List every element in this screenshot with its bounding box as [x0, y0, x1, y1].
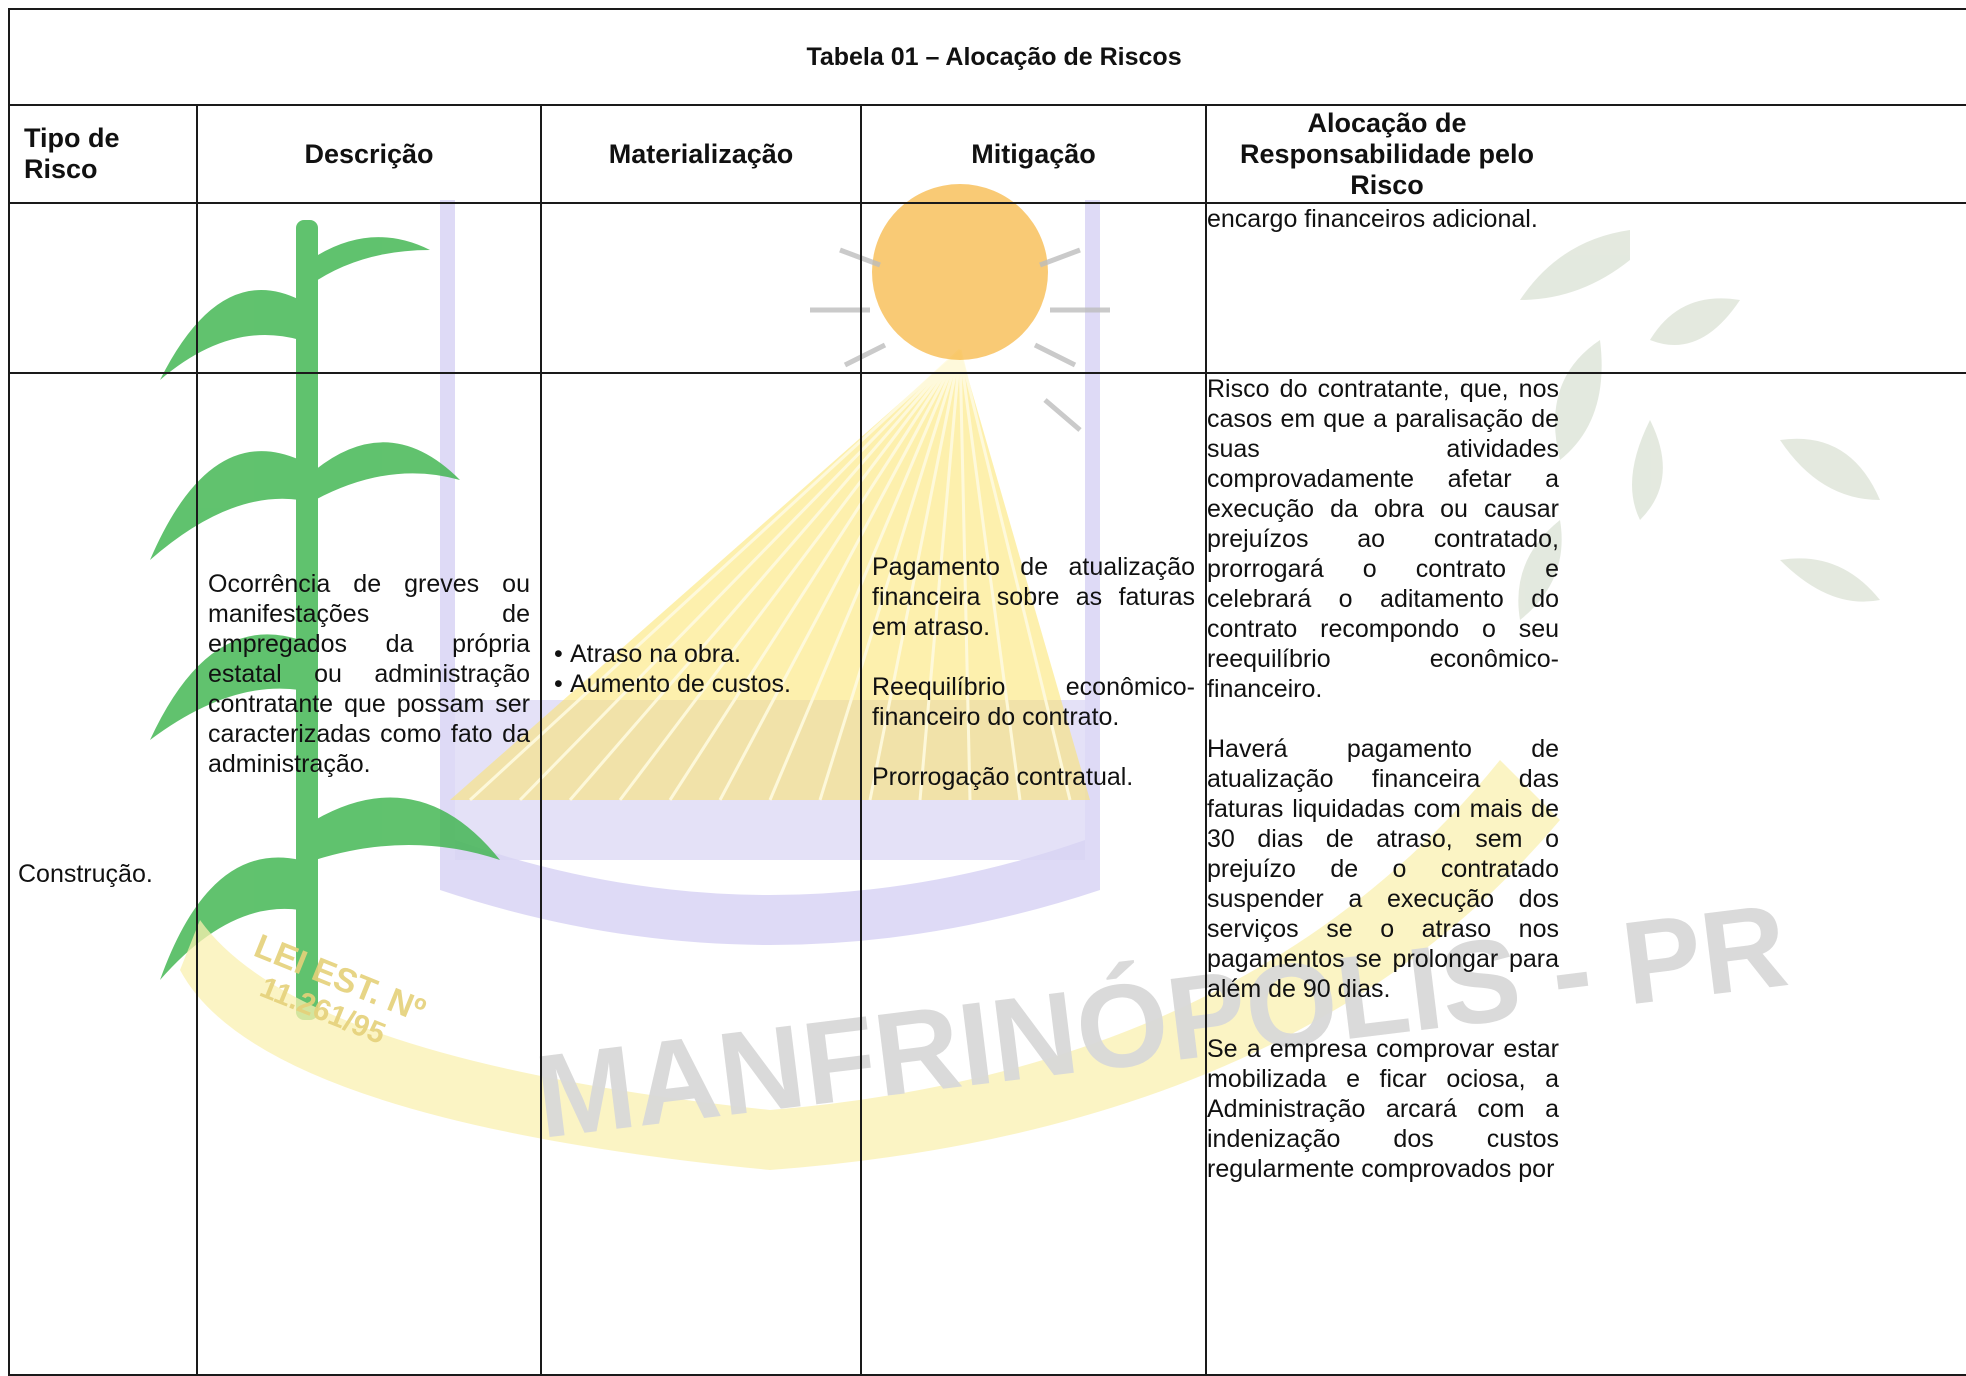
header-alocacao-label: Alocação de Responsabilidade pelo Risco — [1239, 107, 1535, 200]
cell-alocacao-continuation: encargo financeiros adicional. — [1204, 202, 1966, 374]
header-mitigacao: Mitigação — [860, 104, 1207, 204]
mitigacao-content: Pagamento de atualização financeira sobr… — [862, 552, 1205, 792]
header-tipo-de-risco: Tipo de Risco — [8, 104, 198, 204]
cell-alocacao: Risco do contratante, que, nos casos em … — [1204, 372, 1966, 1376]
alocacao-paragraph: Haverá pagamento de atualização financei… — [1207, 735, 1559, 1003]
mitigacao-item: Prorrogação contratual. — [872, 763, 1134, 791]
risk-allocation-table: Tabela 01 – Alocação de Riscos Tipo de R… — [7, 8, 1966, 1376]
header-descricao: Descrição — [196, 104, 542, 204]
alocacao-continuation-text: encargo financeiros adicional. — [1207, 205, 1538, 233]
alocacao-paragraph: Risco do contratante, que, nos casos em … — [1207, 375, 1559, 703]
header-materializacao: Materialização — [540, 104, 862, 204]
descricao-text: Ocorrência de greves ou manifestações de… — [208, 570, 530, 778]
mitigacao-item: Pagamento de atualização financeira sobr… — [872, 553, 1195, 641]
header-alocacao: Alocação de Responsabilidade pelo Risco — [1204, 104, 1966, 204]
alocacao-content: Risco do contratante, que, nos casos em … — [1207, 374, 1559, 1184]
tipo-text: Construção. — [18, 860, 153, 888]
cell-empty — [860, 202, 1207, 374]
cell-empty — [8, 202, 198, 374]
materializacao-list: Atraso na obra. Aumento de custos. — [542, 639, 860, 699]
cell-empty — [540, 202, 862, 374]
table-row-construcao: Construção. Ocorrência de greves ou mani… — [8, 372, 1966, 1376]
cell-materializacao: Atraso na obra. Aumento de custos. — [540, 372, 862, 1376]
table-title: Tabela 01 – Alocação de Riscos — [7, 8, 1966, 106]
cell-mitigacao: Pagamento de atualização financeira sobr… — [860, 372, 1207, 1376]
cell-empty — [196, 202, 542, 374]
table-row-continuation: encargo financeiros adicional. — [8, 202, 1966, 374]
materializacao-item: Aumento de custos. — [554, 669, 860, 699]
cell-tipo: Construção. — [8, 372, 198, 1376]
materializacao-item: Atraso na obra. — [554, 639, 860, 669]
alocacao-paragraph: Se a empresa comprovar estar mobilizada … — [1207, 1035, 1559, 1183]
mitigacao-item: Reequilíbrio econômico-financeiro do con… — [872, 673, 1195, 731]
cell-descricao: Ocorrência de greves ou manifestações de… — [196, 372, 542, 1376]
